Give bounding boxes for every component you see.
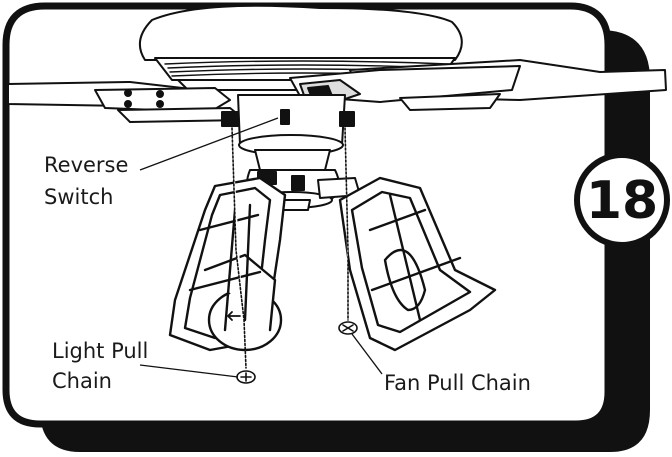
fan-illustration [7,4,667,384]
pull-chains [231,127,358,384]
reverse-switch-label-line1: Reverse [44,153,128,177]
light-pull-chain [231,127,247,369]
light-pull-chain-label-line1: Light Pull [52,339,148,363]
right-lamp-cage [338,176,497,352]
left-lamp-cage [168,176,287,352]
fan-pull-chain [344,127,349,321]
switch-housing [221,94,355,156]
right-blade [289,59,667,111]
step-number: 18 [586,171,658,231]
fan-pull-chain-label: Fan Pull Chain [384,371,531,395]
callout-reverse-switch: Reverse Switch [44,117,279,209]
step-number-badge: 18 [574,152,670,248]
callout-light-pull-chain: Light Pull Chain [52,339,239,393]
reverse-switch-label-line2: Switch [44,185,113,209]
reverse-switch [280,109,290,125]
callout-fan-pull-chain: Fan Pull Chain [351,333,531,395]
light-pull-chain-label-line2: Chain [52,369,112,393]
